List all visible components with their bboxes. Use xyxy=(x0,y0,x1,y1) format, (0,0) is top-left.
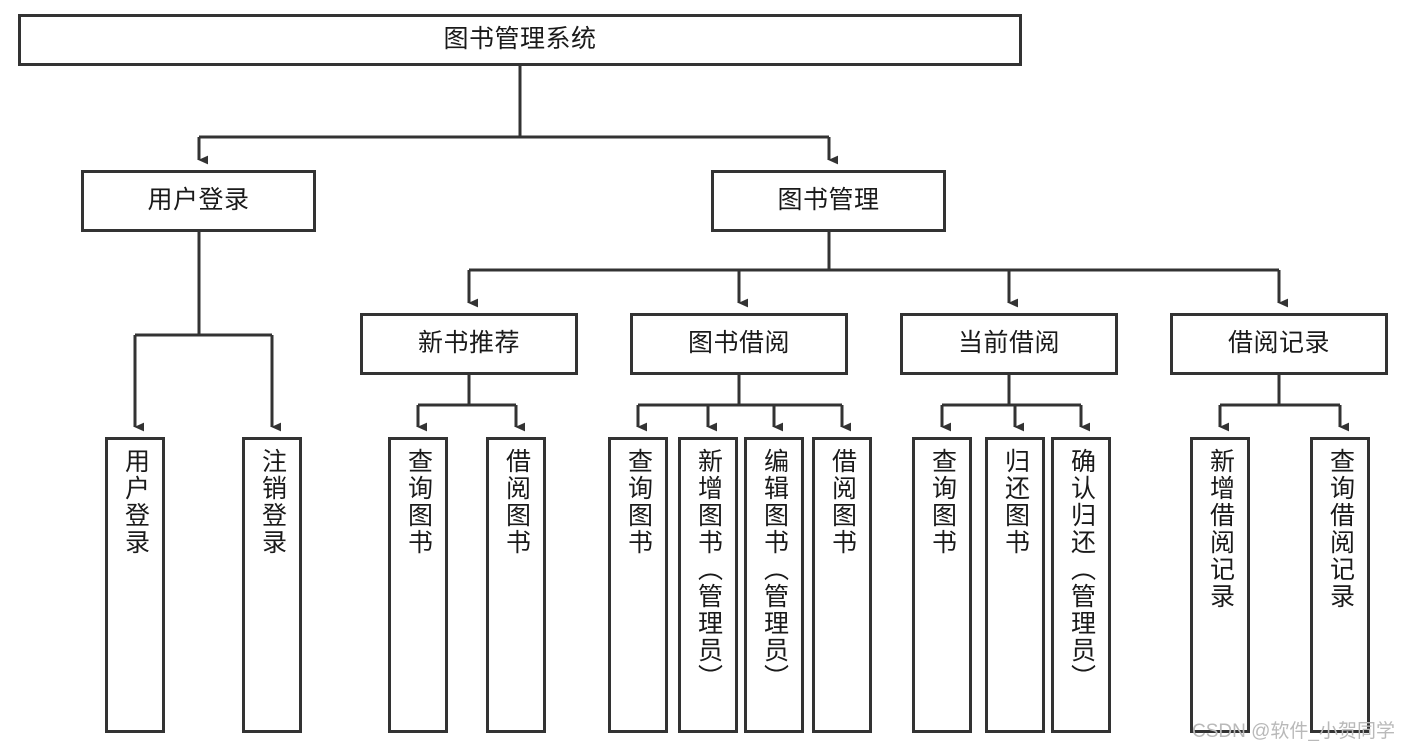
node-leaf-borrow-query[interactable]: 查询图书 xyxy=(608,437,668,733)
node-label-leaf-rec-add: 新增借阅记录 xyxy=(1206,448,1235,610)
node-label-leaf-cur-query: 查询图书 xyxy=(928,448,957,556)
node-user-login[interactable]: 用户登录 xyxy=(81,170,316,232)
node-label-leaf-user-logout: 注销登录 xyxy=(258,448,287,556)
csdn-watermark: CSDN @软件_小贺同学 xyxy=(1192,721,1395,742)
node-label-leaf-borrow-add: 新增图书（管理员） xyxy=(694,448,723,691)
node-label-leaf-cur-confirm: 确认归还（管理员） xyxy=(1067,448,1096,691)
node-leaf-borrow-lend[interactable]: 借阅图书 xyxy=(812,437,872,733)
node-borrow-record[interactable]: 借阅记录 xyxy=(1170,313,1388,375)
node-label-root: 图书管理系统 xyxy=(443,25,597,54)
node-label-borrow-record: 借阅记录 xyxy=(1227,329,1330,358)
node-leaf-rec-query2[interactable]: 查询借阅记录 xyxy=(1310,437,1370,733)
node-leaf-cur-return[interactable]: 归还图书 xyxy=(985,437,1045,733)
node-book-manage[interactable]: 图书管理 xyxy=(711,170,946,232)
node-label-book-manage: 图书管理 xyxy=(777,186,880,215)
node-label-leaf-borrow-query: 查询图书 xyxy=(624,448,653,556)
node-leaf-cur-confirm[interactable]: 确认归还（管理员） xyxy=(1051,437,1111,733)
node-leaf-rec-add[interactable]: 新增借阅记录 xyxy=(1190,437,1250,733)
node-label-leaf-borrow-edit: 编辑图书（管理员） xyxy=(760,448,789,691)
node-leaf-rec-query[interactable]: 查询图书 xyxy=(388,437,448,733)
node-new-book-rec[interactable]: 新书推荐 xyxy=(360,313,578,375)
node-label-leaf-rec-query: 查询图书 xyxy=(404,448,433,556)
node-leaf-borrow-add[interactable]: 新增图书（管理员） xyxy=(678,437,738,733)
node-root[interactable]: 图书管理系统 xyxy=(18,14,1022,66)
node-label-leaf-borrow-lend: 借阅图书 xyxy=(828,448,857,556)
node-label-leaf-cur-return: 归还图书 xyxy=(1001,448,1030,556)
node-leaf-rec-borrow[interactable]: 借阅图书 xyxy=(486,437,546,733)
node-label-leaf-user-login: 用户登录 xyxy=(121,448,150,556)
node-label-leaf-rec-borrow: 借阅图书 xyxy=(502,448,531,556)
node-label-current-borrow: 当前借阅 xyxy=(957,329,1060,358)
node-leaf-cur-query[interactable]: 查询图书 xyxy=(912,437,972,733)
node-leaf-user-login[interactable]: 用户登录 xyxy=(105,437,165,733)
node-leaf-borrow-edit[interactable]: 编辑图书（管理员） xyxy=(744,437,804,733)
node-leaf-user-logout[interactable]: 注销登录 xyxy=(242,437,302,733)
node-label-new-book-rec: 新书推荐 xyxy=(417,329,520,358)
node-label-user-login: 用户登录 xyxy=(147,186,250,215)
node-book-borrow[interactable]: 图书借阅 xyxy=(630,313,848,375)
node-label-leaf-rec-query2: 查询借阅记录 xyxy=(1326,448,1355,610)
node-label-book-borrow: 图书借阅 xyxy=(687,329,790,358)
node-current-borrow[interactable]: 当前借阅 xyxy=(900,313,1118,375)
